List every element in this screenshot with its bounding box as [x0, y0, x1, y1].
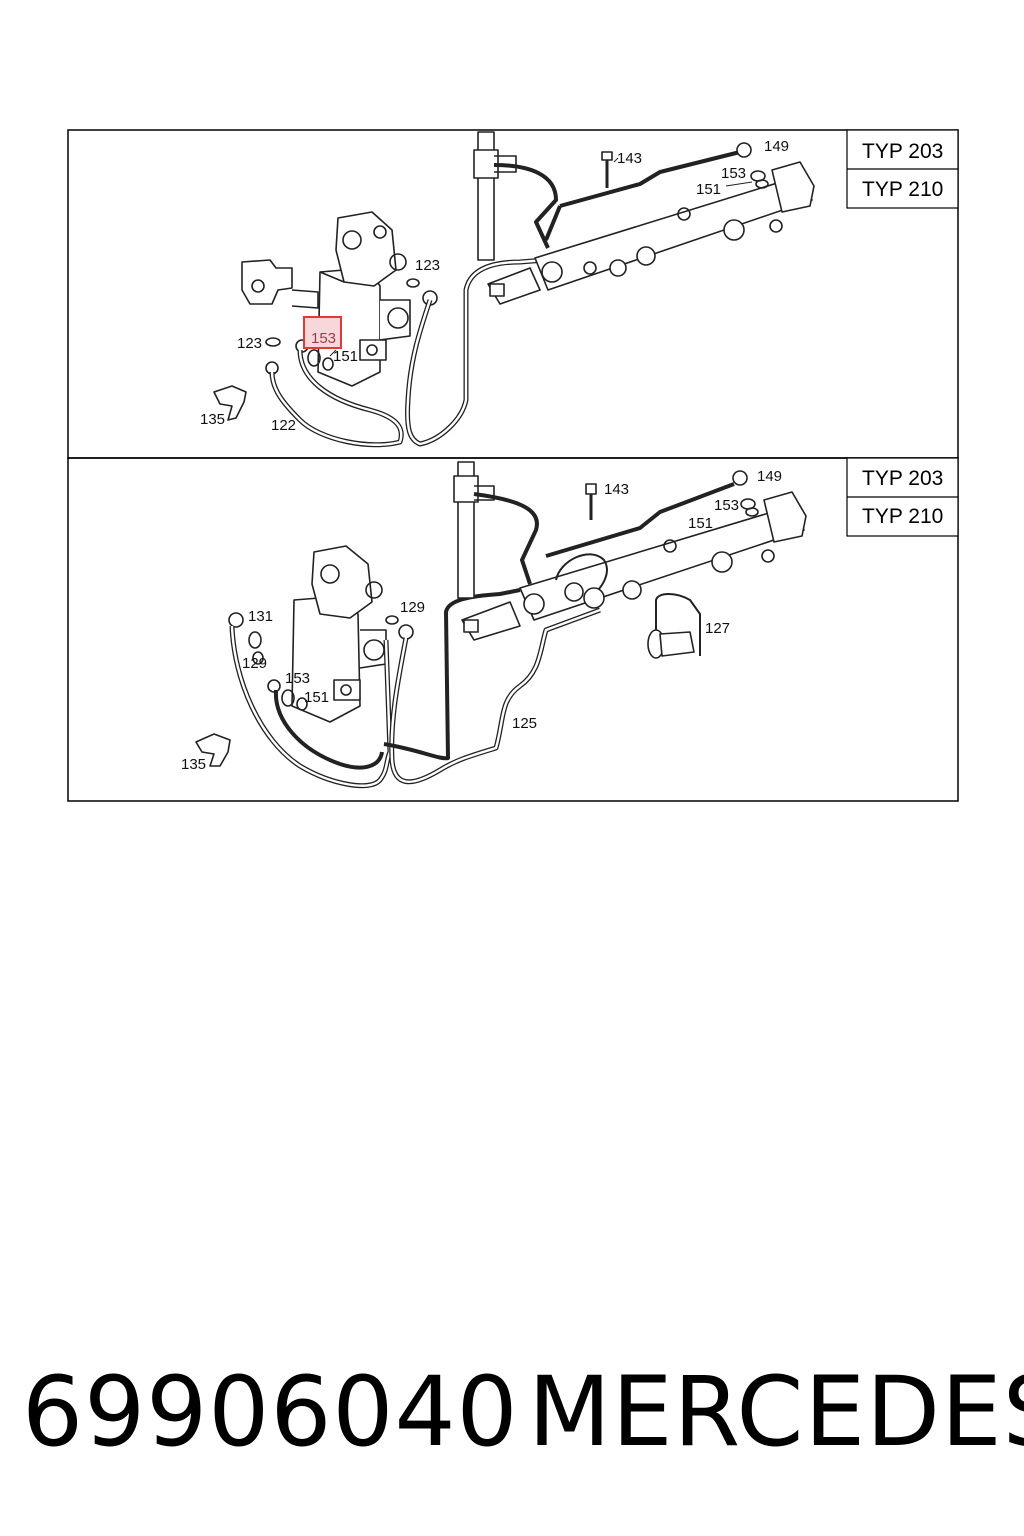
- callout-label[interactable]: 143: [604, 481, 629, 498]
- callout-label[interactable]: 151: [333, 348, 358, 365]
- callout-label[interactable]: 153: [721, 165, 746, 182]
- callout-label[interactable]: 131: [248, 608, 273, 625]
- callout-label[interactable]: 149: [764, 138, 789, 155]
- highlighted-callout-label[interactable]: 153: [311, 330, 336, 347]
- highlight-box: [303, 316, 342, 349]
- type-label[interactable]: TYP 210: [862, 178, 943, 201]
- callout-label[interactable]: 149: [757, 468, 782, 485]
- part-number: 69906040: [22, 1356, 519, 1468]
- type-label[interactable]: TYP 203: [862, 467, 943, 490]
- callout-label[interactable]: 135: [181, 756, 206, 773]
- callout-label[interactable]: 123: [415, 257, 440, 274]
- callout-label[interactable]: 151: [688, 515, 713, 532]
- callout-label[interactable]: 135: [200, 411, 225, 428]
- callout-label[interactable]: 153: [714, 497, 739, 514]
- callout-label[interactable]: 129: [400, 599, 425, 616]
- callouts-top: 143 149 153 151 123 153 123 151 135 122: [200, 138, 789, 434]
- callout-label[interactable]: 123: [237, 335, 262, 352]
- brand-name: MERCEDES: [528, 1356, 1024, 1468]
- type-box-bottom: TYP 203 TYP 210: [846, 457, 959, 537]
- callout-label[interactable]: 143: [617, 150, 642, 167]
- callouts-bottom: 149 143 153 151 131 129 129 153 151 127 …: [181, 468, 782, 773]
- callout-label[interactable]: 151: [696, 181, 721, 198]
- callout-label[interactable]: 151: [304, 689, 329, 706]
- drawing-top: [213, 131, 815, 448]
- type-label[interactable]: TYP 210: [862, 505, 943, 528]
- callout-label[interactable]: 125: [512, 715, 537, 732]
- footer: 69906040 MERCEDES: [0, 1352, 1024, 1482]
- callout-label[interactable]: 129: [242, 655, 267, 672]
- type-label[interactable]: TYP 203: [862, 140, 943, 163]
- callout-label[interactable]: 153: [285, 670, 310, 687]
- panel-frame-bottom: [67, 457, 959, 802]
- callout-label[interactable]: 127: [705, 620, 730, 637]
- callout-label[interactable]: 122: [271, 417, 296, 434]
- type-box-top: TYP 203 TYP 210: [846, 129, 959, 209]
- drawing-bottom: [195, 461, 807, 789]
